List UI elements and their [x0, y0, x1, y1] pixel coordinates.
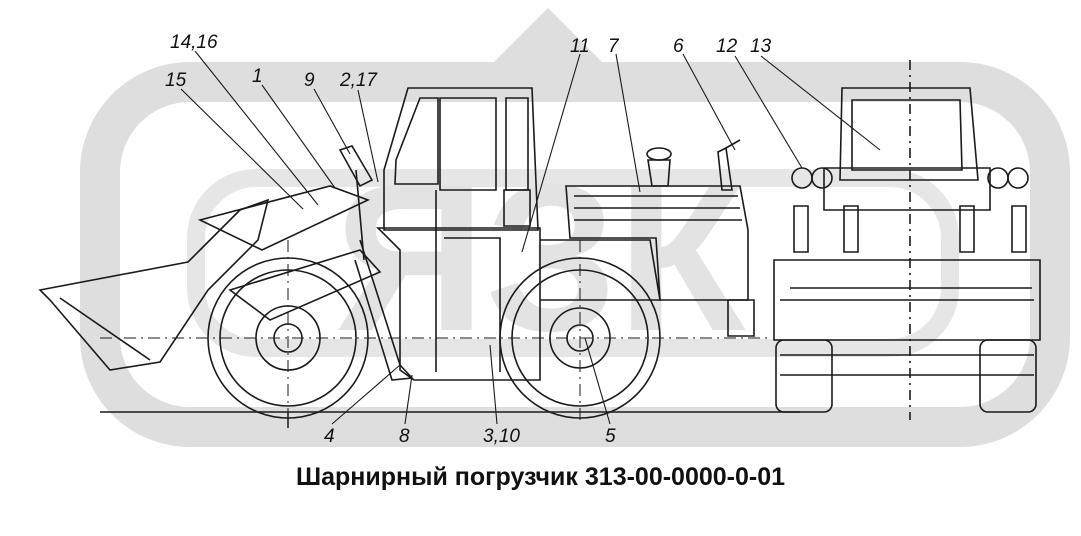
callout-labels: 14,16 15 1 9 2,17 11 7 6 12 13 4 8 3,10 …	[165, 32, 772, 447]
callout-label: 15	[165, 70, 187, 91]
callout-label: 6	[673, 36, 684, 57]
callout-label: 3,10	[483, 426, 520, 447]
callout-label: 2,17	[339, 70, 378, 91]
callout-label: 4	[324, 426, 335, 447]
diagram-caption: Шарнирный погрузчик 313-00-0000-0-01	[295, 463, 786, 491]
callout-label: 11	[570, 36, 590, 57]
callout-label: 8	[399, 426, 410, 447]
callout-label: 13	[750, 36, 772, 57]
callout-label: 7	[608, 36, 620, 57]
callout-label: 9	[304, 70, 315, 91]
callout-label: 1	[252, 66, 263, 87]
callout-label: 5	[605, 426, 616, 447]
loader-front-view-drawing	[773, 60, 1041, 420]
callout-label: 12	[716, 36, 738, 57]
callout-label: 14,16	[170, 32, 218, 53]
